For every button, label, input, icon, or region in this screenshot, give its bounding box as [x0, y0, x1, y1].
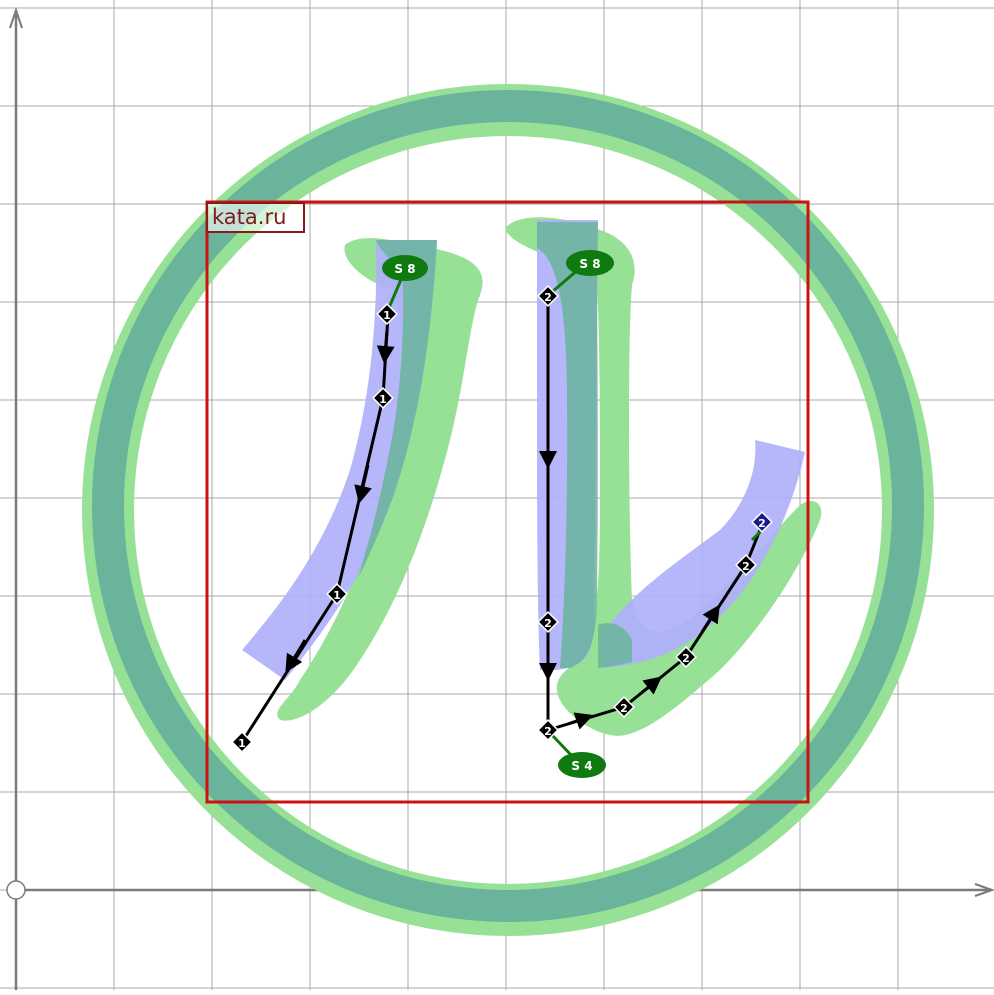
axes: [6, 6, 994, 990]
svg-text:2: 2: [544, 725, 552, 738]
bounding-frame: [205, 200, 810, 804]
svg-text:1: 1: [383, 309, 391, 322]
marker-1b[interactable]: 1: [372, 387, 394, 409]
marker-2b[interactable]: 2: [537, 611, 559, 633]
arrow-2c: [567, 712, 594, 730]
svg-text:2: 2: [742, 560, 750, 573]
arrow-2d: [639, 676, 663, 696]
svg-text:1: 1: [238, 737, 246, 750]
marker-2e[interactable]: 2: [675, 646, 697, 668]
arrow-1a: [376, 329, 395, 364]
end-badge-2: [558, 752, 606, 778]
blue-stroke-2-hook: [600, 440, 805, 668]
brand-box: [206, 202, 305, 233]
brand-label: kata.ru: [212, 205, 286, 229]
marker-1d[interactable]: 1: [231, 731, 253, 753]
overlap-3: [598, 623, 632, 668]
marker-1c[interactable]: 1: [326, 583, 348, 605]
overlap-2: [537, 222, 598, 668]
overlap-1: [358, 240, 437, 578]
arrow-1b: [354, 464, 372, 504]
frame-group: kata.ru: [205, 200, 810, 804]
connector-start-1: [386, 274, 405, 311]
stroke-badges: S 8 S 8 S 4: [382, 250, 614, 778]
start-badge-2-label: S 8: [579, 257, 600, 271]
green-brush-strokes: [277, 217, 822, 736]
start-badge-1: [382, 255, 428, 281]
green-stroke-2: [505, 217, 822, 736]
marker-2f[interactable]: 2: [735, 554, 757, 576]
marker-2c[interactable]: 2: [537, 719, 559, 741]
marker-2-final[interactable]: 2: [751, 511, 773, 533]
arrow-1c: [285, 639, 307, 673]
end-badge-2-label: S 4: [571, 759, 592, 773]
overlap-shades: [358, 222, 632, 668]
ring-inner: [92, 90, 924, 922]
connector-end-2: [550, 733, 574, 758]
enclosing-ring: [82, 84, 934, 936]
origin-handle[interactable]: [6, 880, 26, 900]
marker-1a[interactable]: 1: [376, 303, 398, 325]
svg-text:2: 2: [544, 291, 552, 304]
point-markers: 1 1 1 1 2 2 2 2 2 2 2: [231, 285, 773, 753]
start-badge-1-label: S 8: [394, 262, 415, 276]
marker-2a[interactable]: 2: [537, 285, 559, 307]
svg-text:2: 2: [620, 702, 628, 715]
start-badge-2: [566, 250, 614, 276]
y-axis-arrow: [9, 6, 23, 29]
svg-text:1: 1: [379, 393, 387, 406]
marker-2d[interactable]: 2: [613, 696, 635, 718]
svg-text:2: 2: [682, 652, 690, 665]
svg-text:2: 2: [544, 617, 552, 630]
svg-text:1: 1: [333, 589, 341, 602]
arrow-2e: [700, 604, 720, 633]
svg-text:2: 2: [758, 517, 766, 530]
x-axis-arrow: [974, 883, 994, 897]
green-stroke-1: [277, 238, 483, 721]
